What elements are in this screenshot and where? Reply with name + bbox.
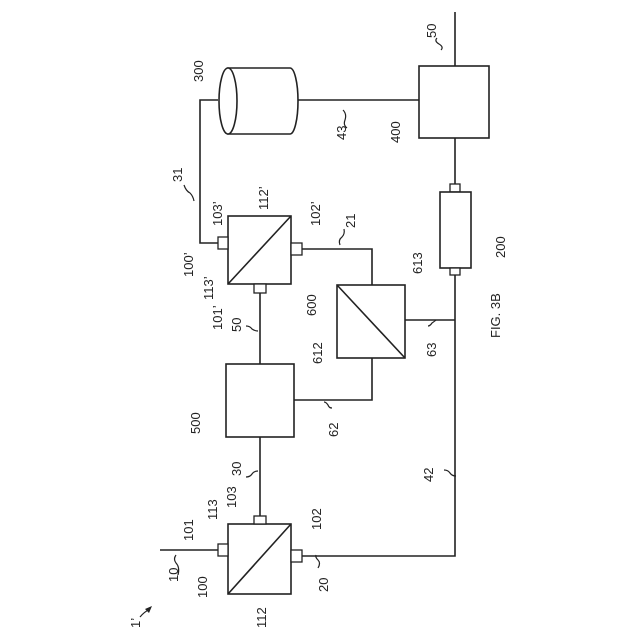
label-63: 63 — [424, 343, 439, 357]
label-100-prime: 100’ — [181, 252, 196, 277]
label-300: 300 — [191, 60, 206, 82]
label-21: 21 — [343, 214, 358, 228]
label-113-prime: 113’ — [201, 276, 216, 300]
label-42: 42 — [421, 468, 436, 482]
port-101-prime — [254, 284, 266, 293]
label-112: 112 — [254, 607, 269, 628]
label-113: 113 — [205, 499, 220, 520]
figure-caption: FIG. 3B — [488, 293, 503, 338]
label-62: 62 — [326, 423, 341, 437]
port-102 — [291, 550, 302, 562]
label-613: 613 — [410, 252, 425, 274]
label-400: 400 — [388, 121, 403, 143]
label-50-mid: 50 — [229, 318, 244, 332]
label-112-prime: 112’ — [256, 186, 271, 210]
label-101-prime: 101’ — [210, 305, 225, 330]
label-31: 31 — [170, 168, 185, 182]
tank-300 — [219, 68, 298, 134]
label-43: 43 — [334, 126, 349, 140]
unit-200 — [440, 184, 471, 275]
label-103: 103 — [224, 486, 239, 508]
port-101 — [218, 544, 228, 556]
label-50-top: 50 — [424, 24, 439, 38]
label-1-prime: 1’ — [128, 618, 143, 628]
port-103 — [254, 516, 266, 524]
label-30: 30 — [229, 462, 244, 476]
label-10: 10 — [166, 568, 181, 582]
label-100: 100 — [195, 576, 210, 598]
membrane-unit-100 — [218, 516, 302, 594]
label-103-prime: 103’ — [210, 201, 225, 226]
label-200: 200 — [493, 236, 508, 258]
port-103-prime — [218, 237, 228, 249]
unit-500 — [226, 364, 294, 437]
label-500: 500 — [188, 412, 203, 434]
membrane-unit-600 — [337, 285, 405, 358]
label-102-prime: 102’ — [308, 201, 323, 226]
label-612: 612 — [310, 342, 325, 364]
unit-400 — [419, 66, 489, 138]
label-600: 600 — [304, 294, 319, 316]
membrane-unit-100-prime — [218, 216, 302, 293]
label-101: 101 — [181, 519, 196, 541]
label-102: 102 — [309, 508, 324, 530]
port-102-prime — [291, 243, 302, 255]
label-20: 20 — [316, 578, 331, 592]
